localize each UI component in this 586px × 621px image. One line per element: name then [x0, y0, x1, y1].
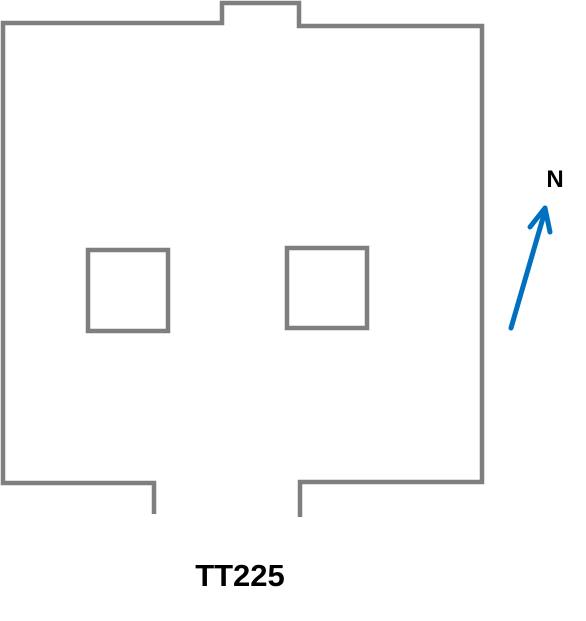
pillar-west — [85, 247, 171, 334]
north-arrow-icon — [508, 205, 553, 331]
outer-wall — [0, 0, 485, 517]
north-label: N — [546, 166, 564, 193]
plan-title: TT225 — [195, 558, 285, 593]
pillar-east — [284, 245, 370, 331]
